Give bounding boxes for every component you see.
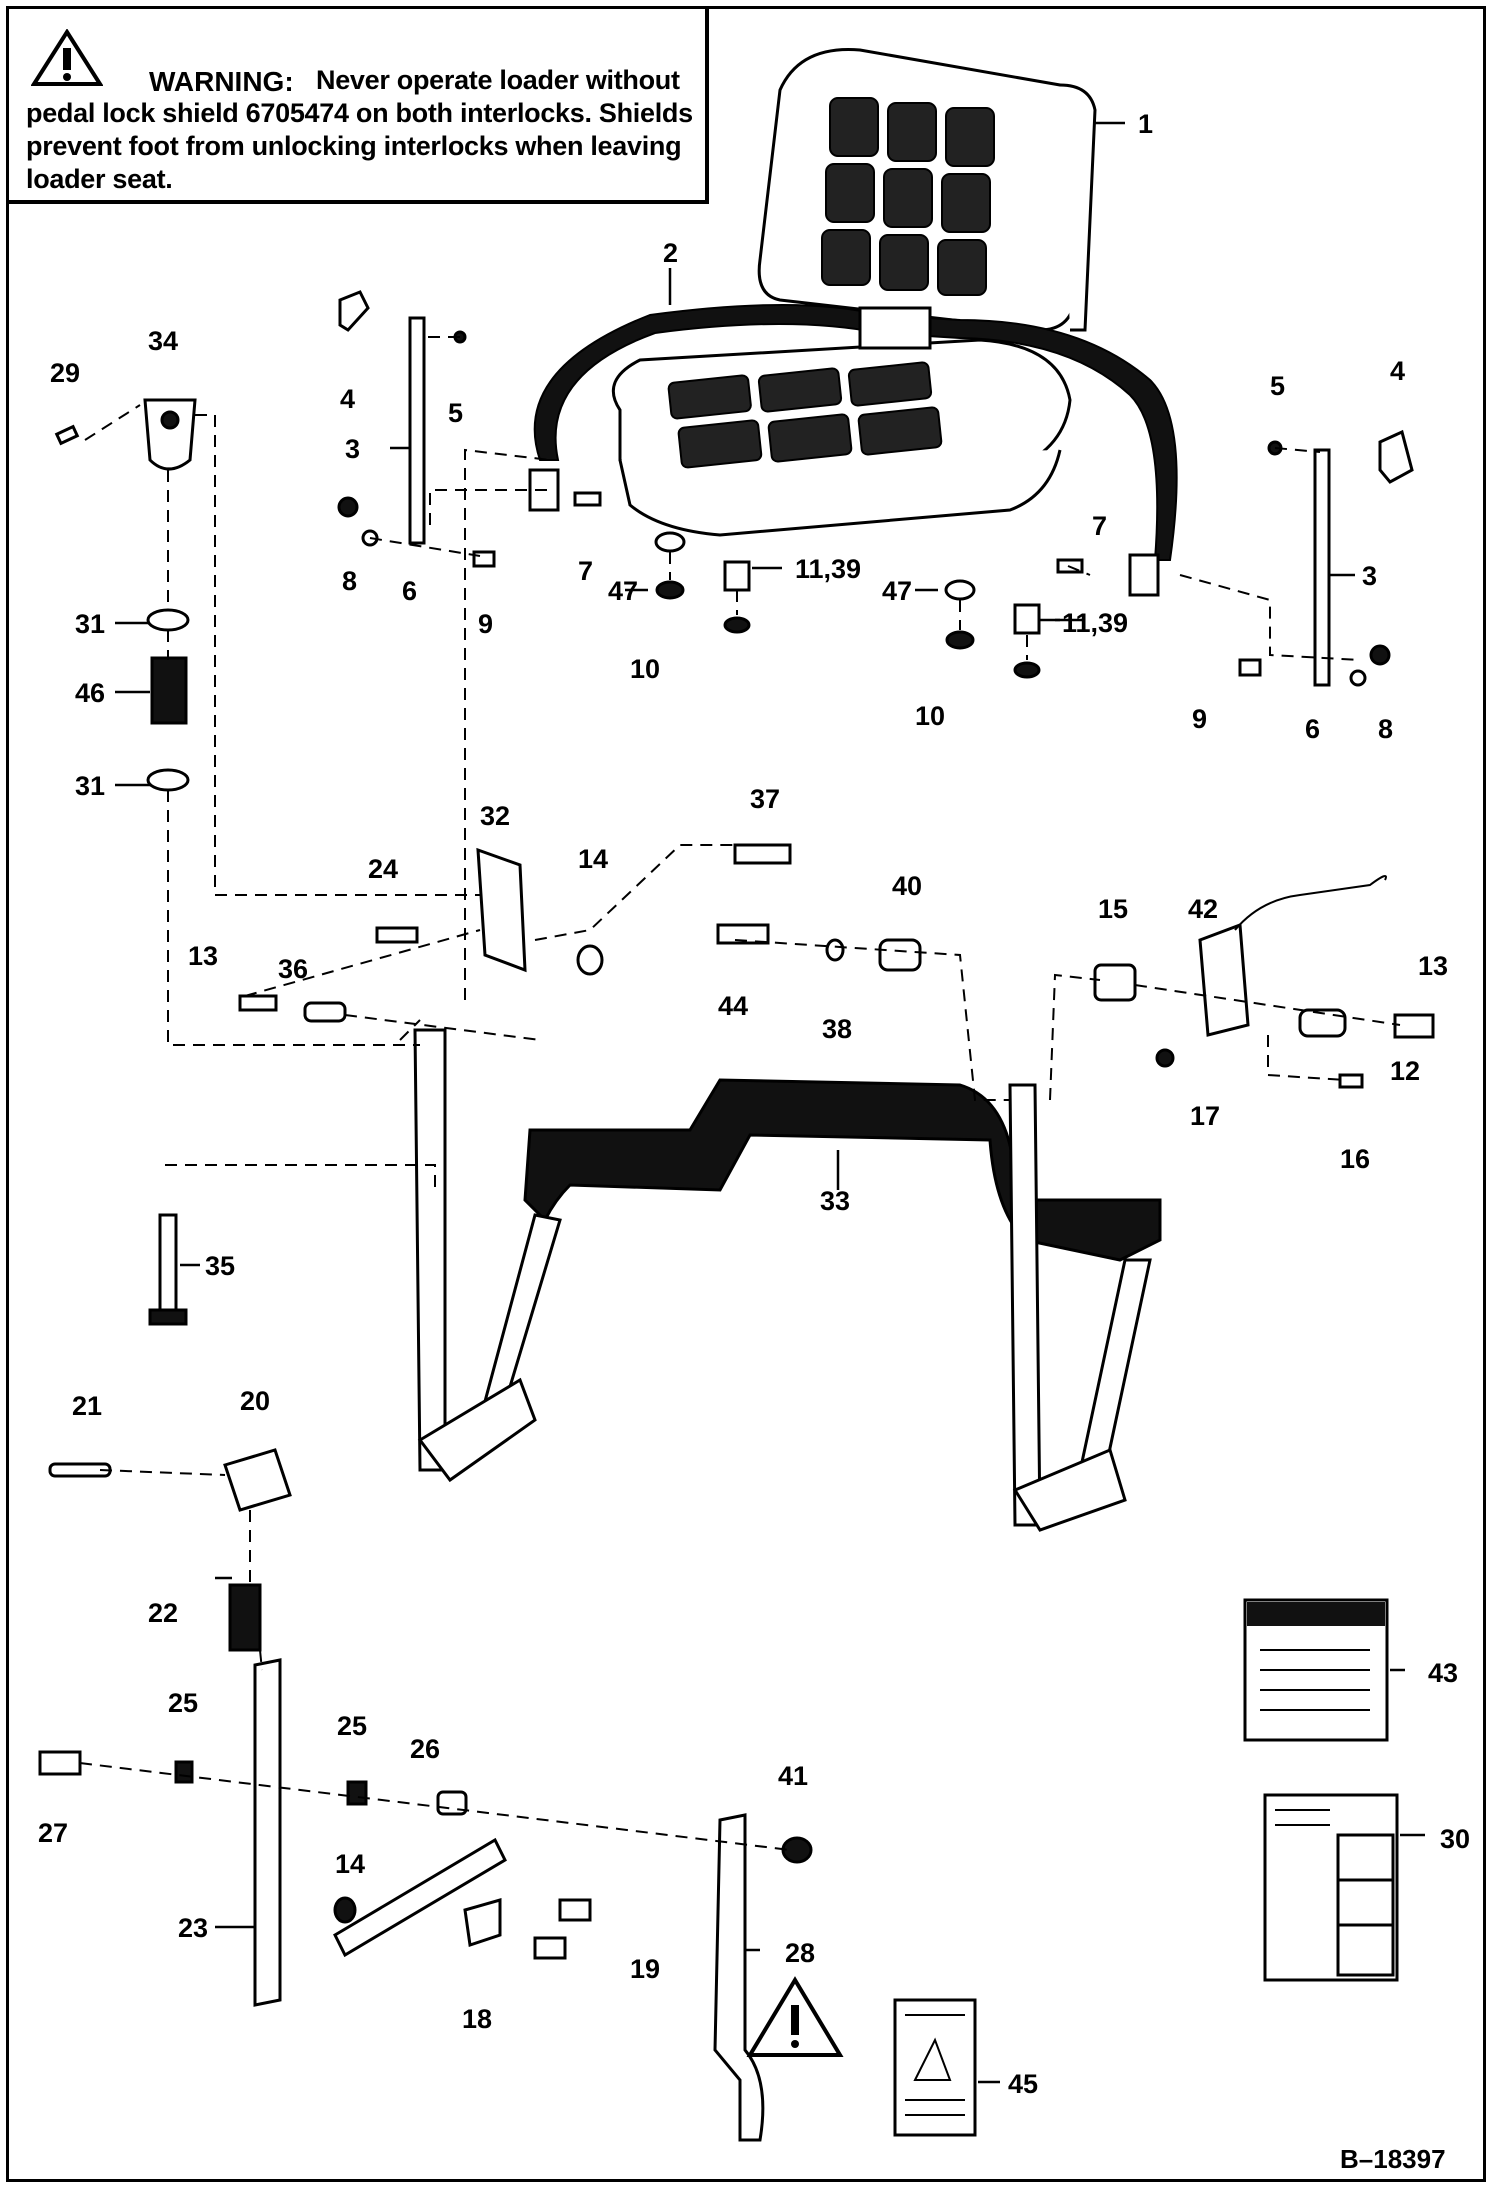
callout-21: 21 — [72, 1391, 102, 1421]
callout-3: 3 — [345, 434, 360, 464]
seat-bracket-right — [1313, 448, 1331, 687]
callout-40: 40 — [892, 871, 922, 901]
callout-45: 45 — [1008, 2069, 1038, 2099]
clevis-spring-assembly — [54, 398, 197, 792]
long-bolt — [158, 1213, 178, 1322]
callout-31: 31 — [75, 609, 105, 639]
page-border — [6, 6, 1486, 2182]
reference-number: B–18397 — [1340, 2144, 1446, 2174]
callout-19: 19 — [630, 1954, 660, 1984]
callout-36: 36 — [278, 954, 308, 984]
callout-24: 24 — [368, 854, 398, 884]
callout-35: 35 — [205, 1251, 235, 1281]
callout-13: 13 — [188, 941, 218, 971]
callout-9r: 9 — [1192, 704, 1207, 734]
pedal-lock-parts — [38, 1448, 813, 2142]
warning-title: WARNING: — [149, 66, 294, 97]
seat-bar — [413, 1028, 1162, 1532]
callout-8: 8 — [342, 566, 357, 596]
callout-30: 30 — [1440, 1824, 1470, 1854]
callout-42: 42 — [1188, 894, 1218, 924]
callout-15: 15 — [1098, 894, 1128, 924]
callout-25: 25 — [168, 1688, 198, 1718]
callout-27: 27 — [38, 1818, 68, 1848]
callout-47: 47 — [608, 576, 638, 606]
callout-10: 10 — [630, 654, 660, 684]
callout-25b: 25 — [337, 1711, 367, 1741]
leader-lines — [115, 121, 1425, 2084]
seat-belt — [533, 304, 1178, 561]
callout-2: 2 — [663, 238, 678, 268]
callout-38: 38 — [822, 1014, 852, 1044]
assembly-lines — [79, 336, 1401, 1851]
callout-14b: 14 — [335, 1849, 365, 1879]
callout-33: 33 — [820, 1186, 850, 1216]
seat-mount-hardware — [654, 531, 1041, 679]
decal-43 — [1243, 1598, 1389, 1742]
warning-text: Never operate loader without pedal lock … — [26, 64, 706, 196]
callout-1: 1 — [1138, 109, 1153, 139]
callout-26: 26 — [410, 1734, 440, 1764]
callout-10b: 10 — [915, 701, 945, 731]
callout-41: 41 — [778, 1761, 808, 1791]
callout-16: 16 — [1340, 1144, 1370, 1174]
pivot-hardware — [238, 843, 1435, 1089]
warning-body: Never operate loader without pedal lock … — [26, 65, 693, 194]
callout-47b: 47 — [882, 576, 912, 606]
callout-4: 4 — [340, 384, 355, 414]
callout-4r: 4 — [1390, 356, 1405, 386]
callout-7: 7 — [578, 556, 593, 586]
seat-belt-buckle — [858, 306, 932, 350]
callout-18: 18 — [462, 2004, 492, 2034]
callout-11-39b: 11,39 — [1062, 608, 1128, 638]
callout-12: 12 — [1390, 1056, 1420, 1086]
seat-bracket-left — [408, 316, 426, 545]
seat-cushion — [611, 338, 1072, 537]
callout-6r: 6 — [1305, 714, 1320, 744]
callout-labels: 1 2 3 4 5 6 7 8 9 10 11,39 47 47 11,39 1… — [38, 109, 1470, 2099]
decal-30 — [1263, 1793, 1399, 1982]
callout-13r: 13 — [1418, 951, 1448, 981]
callout-5: 5 — [448, 398, 463, 428]
callout-6: 6 — [402, 576, 417, 606]
callout-8r: 8 — [1378, 714, 1393, 744]
callout-31b: 31 — [75, 771, 105, 801]
safety-alert-icon — [746, 1976, 844, 2057]
callout-5r: 5 — [1270, 371, 1285, 401]
warning-box: WARNING: Never operate loader without pe… — [9, 9, 709, 204]
callout-34: 34 — [148, 326, 178, 356]
callout-11-39: 11,39 — [795, 554, 861, 584]
seat-back — [757, 48, 1097, 332]
callout-9: 9 — [478, 609, 493, 639]
callout-22: 22 — [148, 1598, 178, 1628]
decal-45 — [893, 1998, 977, 2137]
callout-32: 32 — [480, 801, 510, 831]
callout-7r: 7 — [1092, 511, 1107, 541]
callout-29: 29 — [50, 358, 80, 388]
callout-23: 23 — [178, 1913, 208, 1943]
warning-triangle-icon — [31, 29, 103, 86]
callout-37: 37 — [750, 784, 780, 814]
callout-44: 44 — [718, 991, 748, 1021]
callout-3r: 3 — [1362, 561, 1377, 591]
callout-17: 17 — [1190, 1101, 1220, 1131]
callout-46: 46 — [75, 678, 105, 708]
callout-14: 14 — [578, 844, 608, 874]
callout-43: 43 — [1428, 1658, 1458, 1688]
callout-28: 28 — [785, 1938, 815, 1968]
callout-20: 20 — [240, 1386, 270, 1416]
